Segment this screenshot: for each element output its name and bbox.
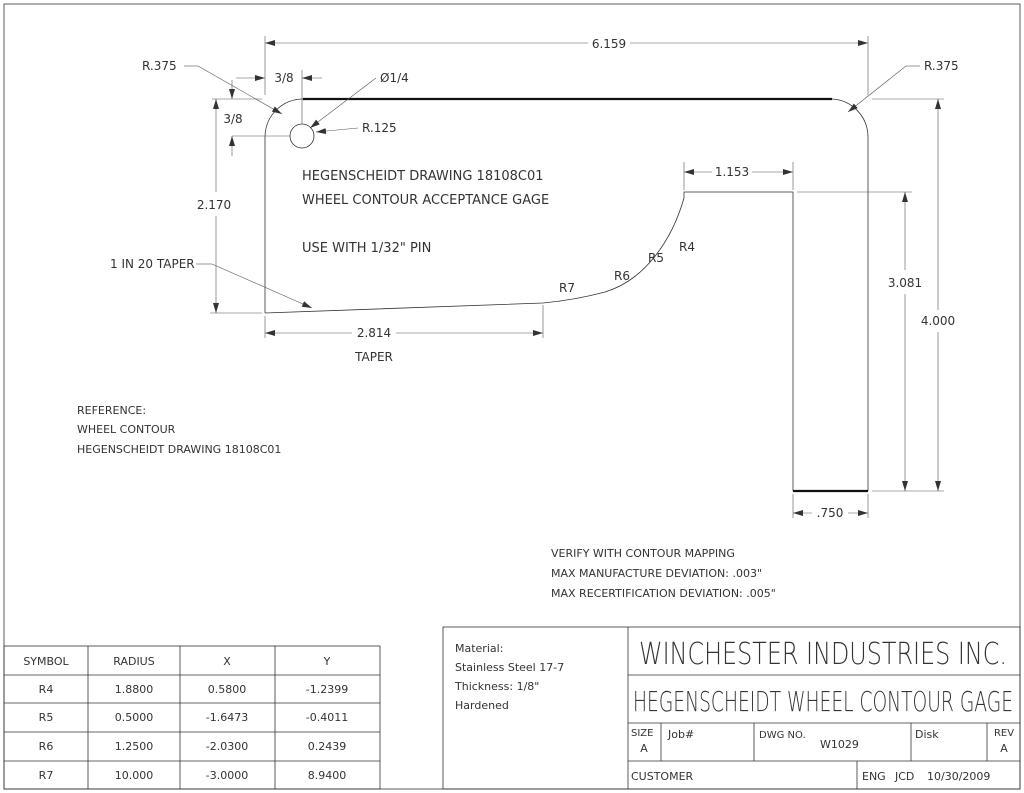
overall-height-label: 4.000	[921, 314, 955, 328]
rev-label: REV	[994, 728, 1014, 739]
drawing-note-title-2: WHEEL CONTOUR ACCEPTANCE GAGE	[302, 193, 549, 208]
material-value: Stainless Steel 17-7	[455, 661, 564, 674]
disk-label: Disk	[915, 728, 939, 741]
table-header-symbol: SYMBOL	[23, 655, 69, 668]
radius-table: SYMBOL RADIUS X Y R4 1.8800 0.5800 -1.23…	[3, 645, 381, 790]
company-name: WINCHESTER INDUSTRIES INC.	[639, 637, 1007, 672]
r7-label: R7	[559, 281, 575, 295]
dim-pin-offset-y: 3/8	[212, 80, 290, 156]
left-height-label: 2.170	[197, 198, 231, 212]
drawing-date: 10/30/2009	[927, 770, 990, 783]
drawing-note-pin: USE WITH 1/32" PIN	[302, 241, 431, 256]
dim-pin-offset-x: 3/8	[236, 70, 322, 124]
pin-diameter-label: Ø1/4	[380, 71, 409, 85]
table-cell: -1.6473	[206, 711, 248, 724]
dim-left-height: 2.170	[197, 99, 262, 314]
reference-note-1: REFERENCE:	[77, 404, 146, 417]
dim-flange-width: 1.153	[683, 162, 794, 190]
flange-width-label: 1.153	[715, 165, 749, 179]
table-cell: 1.2500	[115, 740, 154, 753]
eng-label: ENG	[862, 770, 886, 783]
r4-label: R4	[679, 240, 695, 254]
gage-outline	[264, 97, 869, 493]
table-cell: R4	[39, 683, 54, 696]
table-cell: -2.0300	[206, 740, 248, 753]
table-cell: R7	[39, 769, 54, 782]
r5-label: R5	[648, 251, 664, 265]
table-cell: 0.2439	[308, 740, 347, 753]
reference-note-2: WHEEL CONTOUR	[77, 423, 176, 436]
taper-label: TAPER	[354, 350, 393, 364]
dim-taper-length: 2.814 TAPER	[264, 305, 544, 364]
dim-overall-height: 4.000	[872, 98, 955, 491]
table-cell: 10.000	[115, 769, 154, 782]
dwg-label: DWG NO.	[759, 730, 806, 741]
r6-label: R6	[614, 269, 630, 283]
dwg-value: W1029	[820, 738, 859, 751]
size-label: SIZE	[631, 728, 653, 739]
verify-note-3: MAX RECERTIFICATION DEVIATION: .005"	[551, 587, 776, 600]
verify-note-1: VERIFY WITH CONTOUR MAPPING	[551, 547, 735, 560]
dim-6159-label: 6.159	[592, 37, 626, 51]
dim-radius-left: R.375	[142, 59, 283, 115]
job-label: Job#	[667, 728, 694, 741]
dim-taper-note: 1 IN 20 TAPER	[110, 257, 313, 309]
drawing-title: HEGENSCHEIDT WHEEL CONTOUR GAGE	[633, 685, 1013, 718]
pin-offset-x-label: 3/8	[274, 71, 293, 85]
taper-note-label: 1 IN 20 TAPER	[110, 257, 195, 271]
customer-label: CUSTOMER	[631, 770, 694, 783]
dim-pin-radius: R.125	[315, 121, 397, 135]
dim-radius-right: R.375	[847, 59, 959, 113]
dim-inner-height: 3.081	[797, 191, 944, 492]
table-cell: 0.5000	[115, 711, 154, 724]
drawing-note-title-1: HEGENSCHEIDT DRAWING 18108C01	[302, 169, 544, 184]
table-header-y: Y	[323, 655, 331, 668]
verify-note-2: MAX MANUFACTURE DEVIATION: .003"	[551, 567, 762, 580]
table-header-radius: RADIUS	[113, 655, 154, 668]
material-label: Material:	[455, 642, 503, 655]
radius-left-label: R.375	[142, 59, 177, 73]
table-cell: -1.2399	[306, 683, 348, 696]
table-cell: 8.9400	[308, 769, 347, 782]
reference-note-3: HEGENSCHEIDT DRAWING 18108C01	[77, 443, 281, 456]
table-header-x: X	[223, 655, 231, 668]
table-cell: R6	[39, 740, 54, 753]
thickness-value: Thickness: 1/8"	[454, 680, 539, 693]
taper-length-label: 2.814	[357, 326, 391, 340]
table-cell: -3.0000	[206, 769, 248, 782]
dim-pin-diameter: Ø1/4	[309, 71, 409, 129]
pin-offset-y-label: 3/8	[223, 112, 242, 126]
radius-right-label: R.375	[924, 59, 959, 73]
eng-value: JCD	[894, 770, 914, 783]
rev-value: A	[1000, 742, 1008, 755]
title-block: Material: Stainless Steel 17-7 Thickness…	[442, 626, 1021, 790]
table-cell: R5	[39, 711, 54, 724]
size-value: A	[640, 742, 648, 755]
table-cell: 1.8800	[115, 683, 154, 696]
pin-radius-label: R.125	[362, 121, 397, 135]
dim-bottom-width: .750	[792, 494, 869, 520]
treatment-value: Hardened	[455, 699, 509, 712]
bottom-width-label: .750	[817, 506, 844, 520]
dim-overall-width: 6.159	[264, 36, 869, 95]
table-cell: -0.4011	[306, 711, 348, 724]
table-cell: 0.5800	[208, 683, 247, 696]
inner-height-label: 3.081	[888, 276, 922, 290]
